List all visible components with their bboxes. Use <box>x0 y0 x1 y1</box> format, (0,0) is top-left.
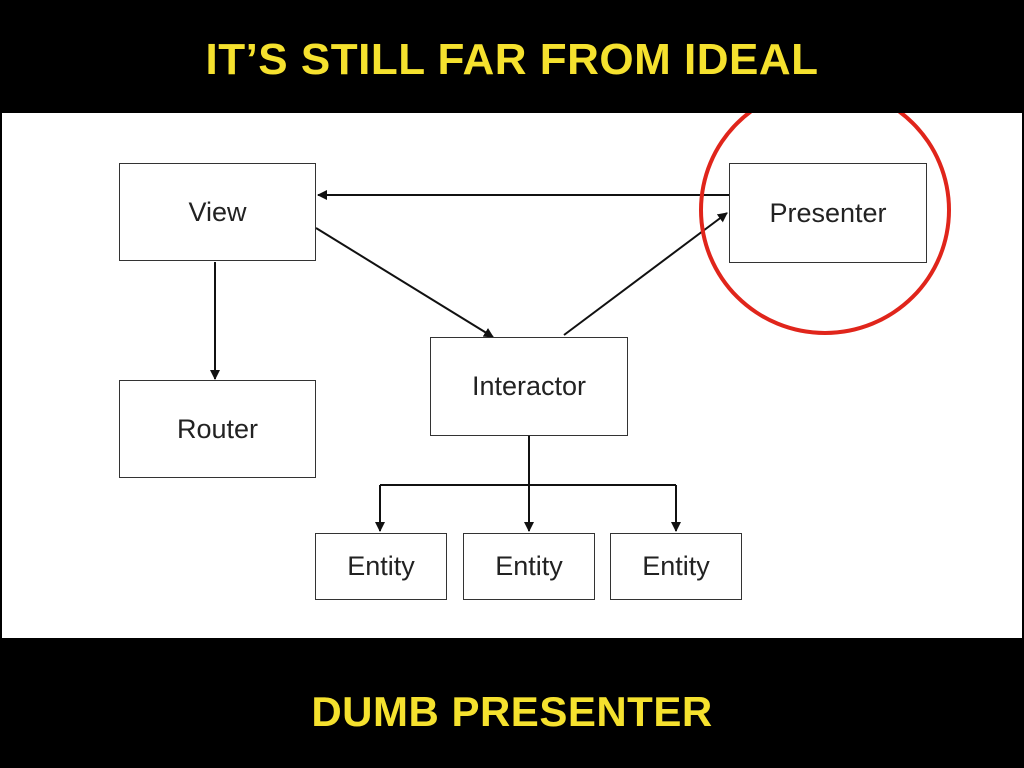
arrow-interactor-to-presenter <box>563 212 728 336</box>
diagram-arrows <box>210 190 735 532</box>
slide-caption: DUMB PRESENTER <box>311 688 713 735</box>
slide-title: IT’S STILL FAR FROM IDEAL <box>205 35 819 84</box>
diagram-panel: View Presenter Interactor Router Entity … <box>2 113 1022 638</box>
entity-node: Entity <box>610 533 742 600</box>
view-node: View <box>119 163 316 261</box>
entity-node: Entity <box>315 533 447 600</box>
entity-node: Entity <box>463 533 595 600</box>
interactor-node: Interactor <box>430 337 628 436</box>
router-node: Router <box>119 380 316 478</box>
presenter-highlight-circle <box>699 113 951 335</box>
arrow-view-to-interactor <box>315 227 494 338</box>
